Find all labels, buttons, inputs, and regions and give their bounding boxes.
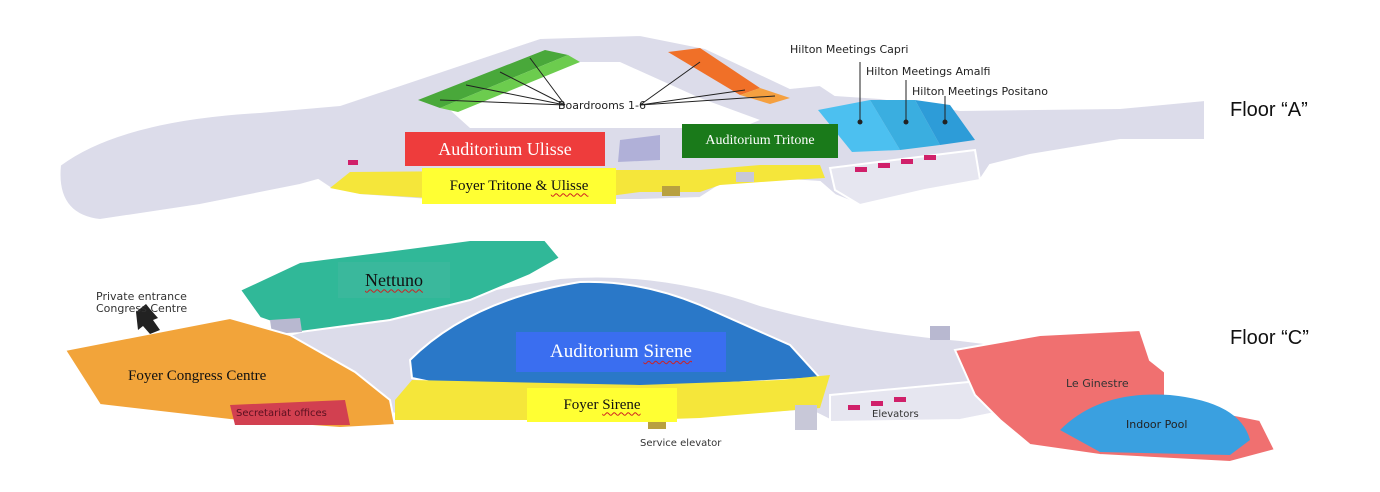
meeting-room-amalfi-label: Hilton Meetings Amalfi — [866, 65, 991, 78]
marker — [348, 160, 358, 165]
nettuno-connector — [270, 318, 302, 334]
private-entrance-line2: Congress Centre — [96, 302, 188, 315]
marker — [871, 401, 883, 406]
meeting-leader-lines — [859, 62, 946, 122]
stair-block — [930, 326, 950, 340]
meeting-room-positano-label: Hilton Meetings Positano — [912, 85, 1048, 98]
marker — [848, 405, 860, 410]
boardroom-orange-2 — [740, 88, 790, 104]
marker — [662, 186, 680, 196]
nettuno-label: Nettuno — [338, 262, 450, 298]
foyer-sirene-text-a: Foyer — [563, 396, 603, 413]
floor-a-plan — [58, 33, 1206, 222]
le-ginestre-label: Le Ginestre — [1066, 377, 1129, 390]
boardroom-green — [418, 50, 568, 108]
marker — [894, 397, 906, 402]
elevators-label: Elevators — [872, 409, 919, 420]
marker — [924, 155, 936, 160]
boardroom-leader-lines — [439, 57, 776, 106]
auditorium-ulisse-text: Auditorium Ulisse — [438, 138, 572, 159]
auditorium-sirene-text-a: Auditorium — [550, 341, 644, 362]
foyer-sirene-text-b: Sirene — [602, 396, 641, 413]
meeting-room-capri — [818, 100, 900, 152]
auditorium-tritone-text: Auditorium Tritone — [705, 133, 815, 148]
auditorium-tritone-label: Auditorium Tritone — [682, 124, 838, 158]
foyer-congress-centre-area — [63, 316, 397, 430]
nettuno-text: Nettuno — [365, 269, 423, 290]
leader-dot — [942, 119, 948, 125]
boardroom-orange — [668, 48, 760, 95]
boardrooms-label: Boardrooms 1-6 — [558, 99, 646, 112]
floor-a-label: Floor “A” — [1230, 99, 1308, 121]
floor-c-label: Floor “C” — [1230, 327, 1309, 349]
marker — [901, 159, 913, 164]
secretariat-offices-area — [230, 400, 350, 425]
indoor-pool-label: Indoor Pool — [1126, 418, 1188, 431]
foyer-congress-centre-label: Foyer Congress Centre — [128, 368, 267, 384]
foyer-tritone-ulisse-text-a: Foyer Tritone & — [449, 177, 551, 194]
leader-dot — [857, 119, 863, 125]
floor-a-inner-room — [618, 135, 660, 162]
boardroom-green-2 — [440, 55, 580, 112]
meeting-room-amalfi — [870, 100, 940, 150]
private-entrance-line1: Private entrance — [96, 290, 187, 303]
stair-block — [795, 405, 817, 430]
marker — [736, 172, 754, 182]
foyer-tritone-ulisse-label: Foyer Tritone & Ulisse — [422, 168, 616, 204]
secretariat-offices-label: Secretariat offices — [236, 408, 327, 419]
leader-dot — [903, 119, 909, 125]
floor-a-annex — [828, 148, 982, 207]
auditorium-sirene-text-b: Sirene — [643, 341, 692, 362]
service-elevator-label: Service elevator — [640, 438, 722, 449]
auditorium-sirene-label: Auditorium Sirene — [516, 332, 726, 372]
meeting-room-capri-label: Hilton Meetings Capri — [790, 43, 909, 56]
foyer-sirene-label: Foyer Sirene — [527, 388, 677, 422]
indoor-pool-area — [1060, 394, 1250, 455]
auditorium-ulisse-label: Auditorium Ulisse — [405, 132, 605, 166]
foyer-tritone-ulisse-text-b: Ulisse — [550, 177, 589, 194]
marker — [878, 163, 890, 168]
entrance-arrow-icon — [136, 304, 160, 334]
marker — [855, 167, 867, 172]
elevators-annex — [829, 378, 1002, 424]
